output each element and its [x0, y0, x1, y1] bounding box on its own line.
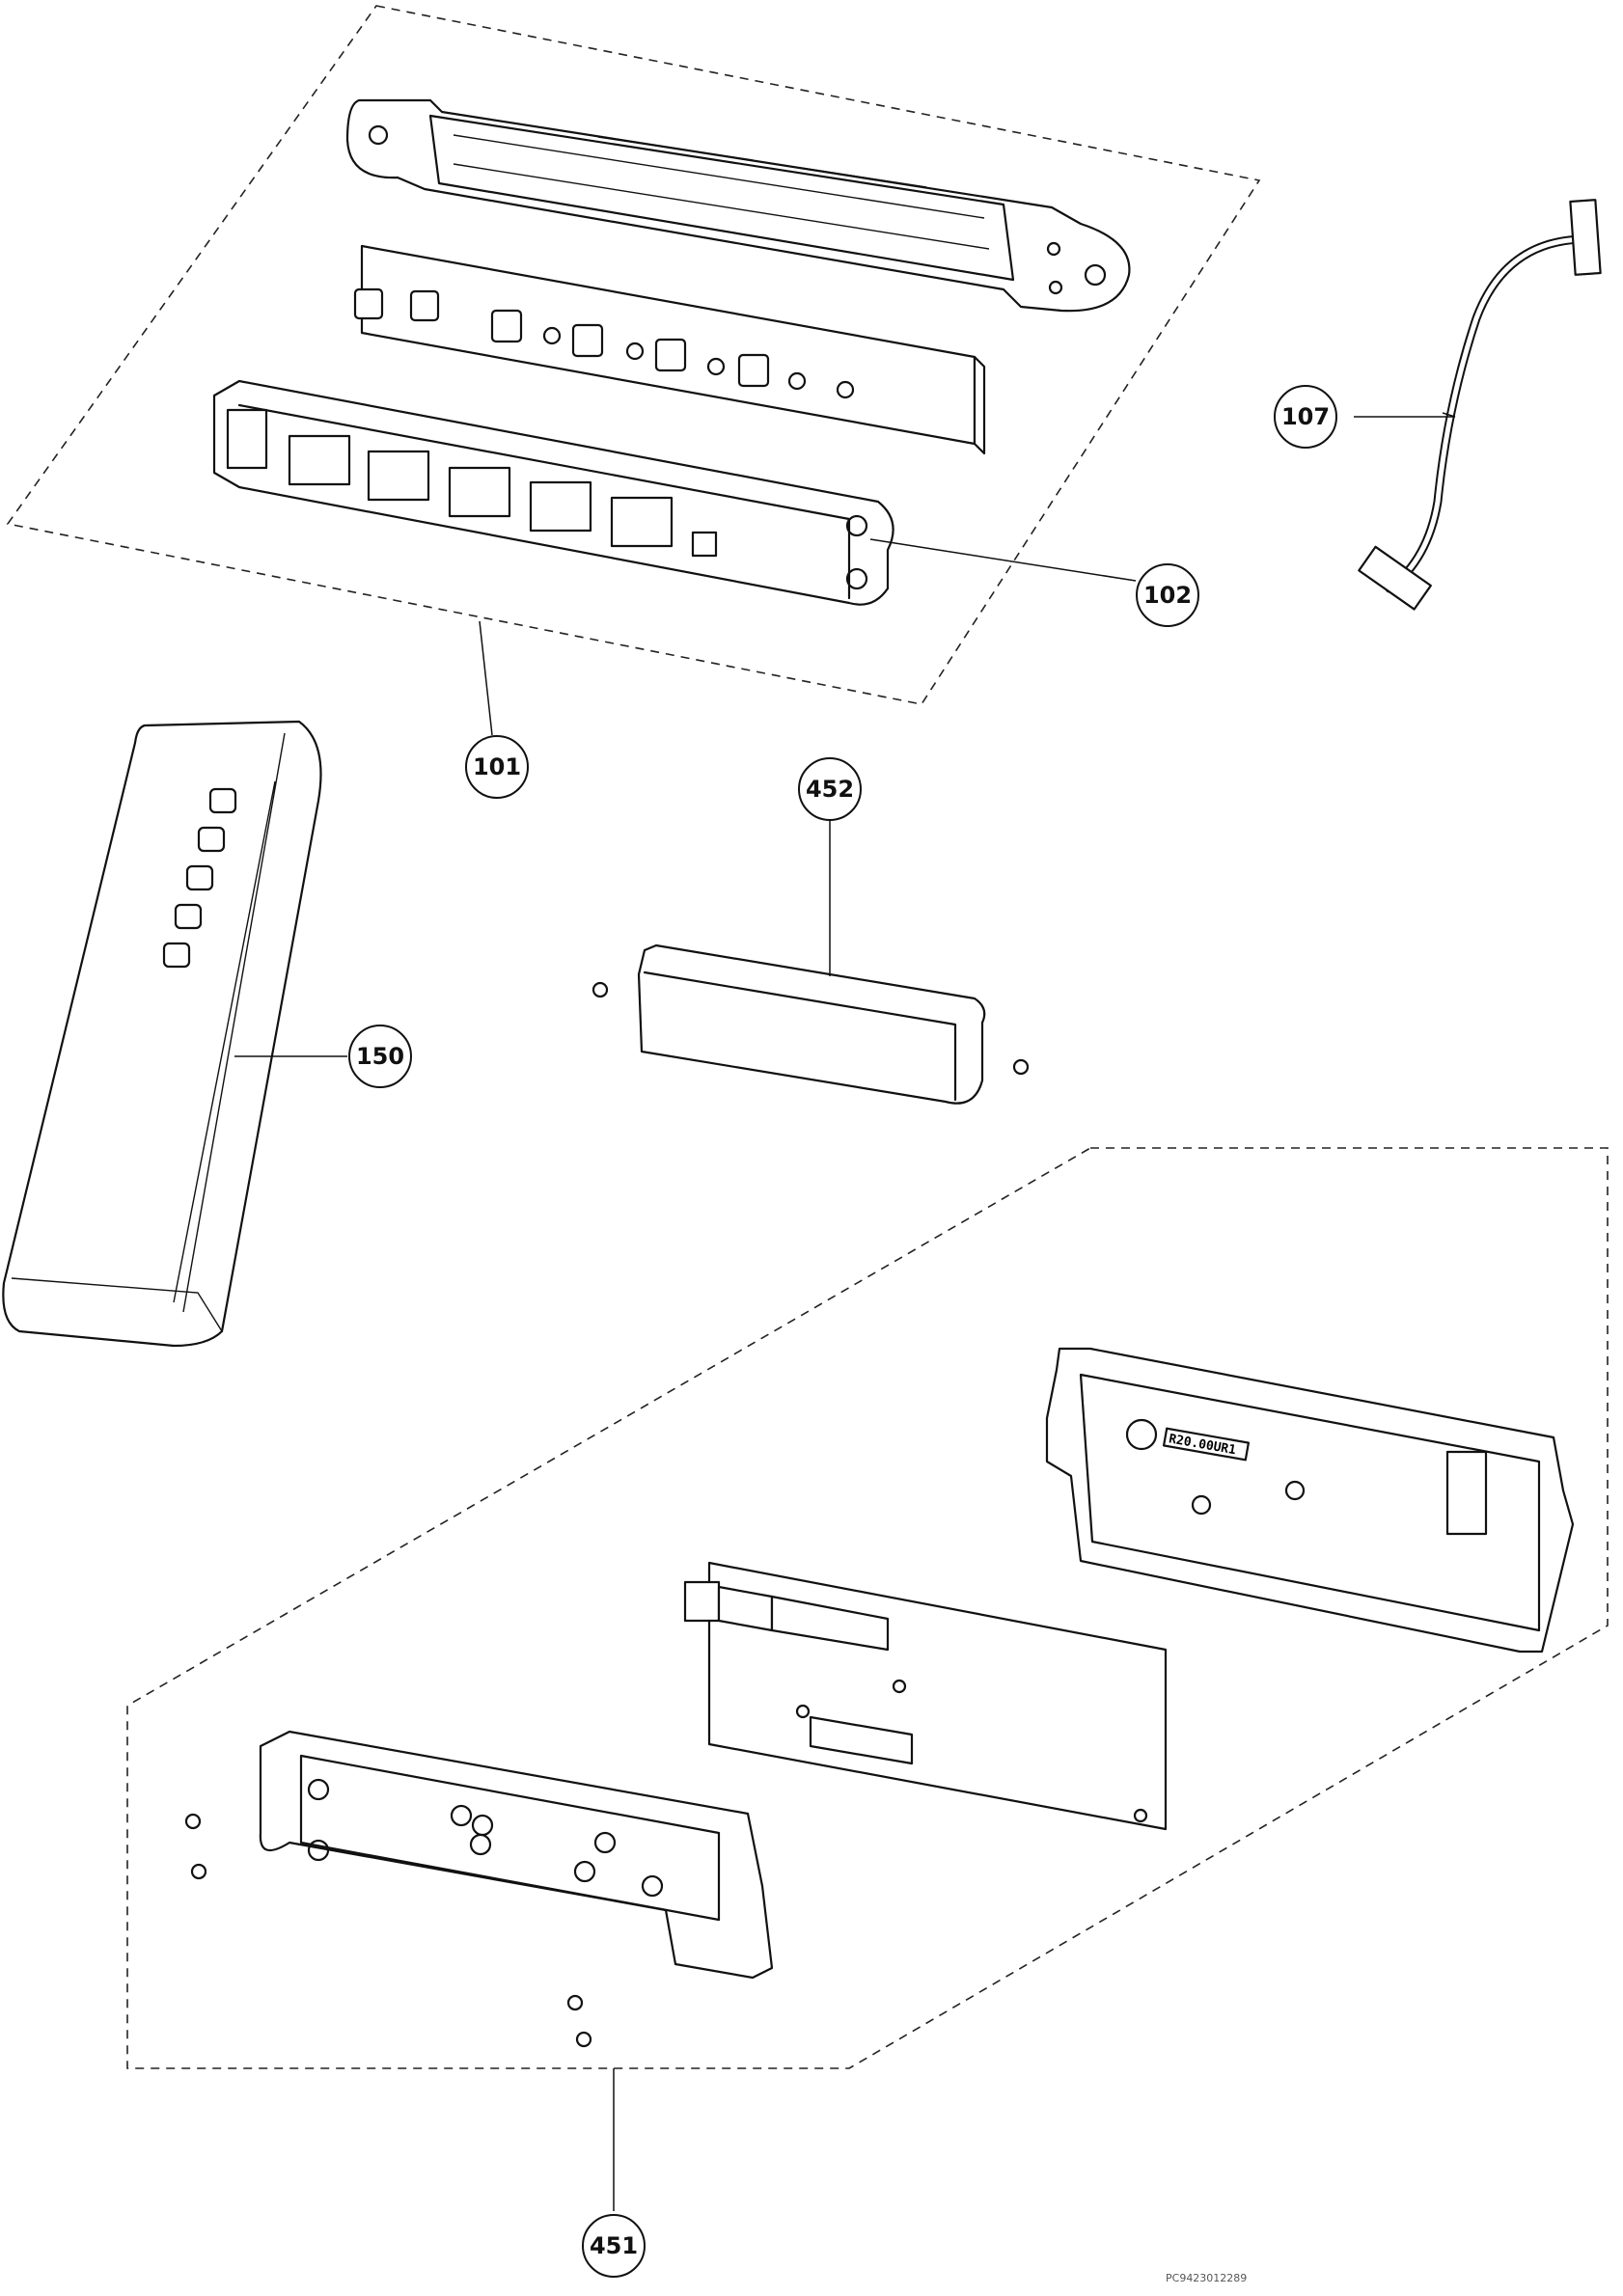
drawing-reference-code: PC9423012289 — [1166, 2272, 1248, 2284]
callout-102: 102 — [1136, 563, 1199, 627]
door-handle-trim — [2, 720, 322, 1348]
main-circuit-board — [683, 1561, 1168, 1831]
callout-102-label: 102 — [1143, 582, 1192, 609]
callout-451-label: 451 — [590, 2232, 638, 2259]
callout-107: 107 — [1274, 385, 1337, 449]
callout-101: 101 — [465, 735, 529, 799]
noise-filter-module — [591, 943, 1030, 1105]
callout-101-label: 101 — [473, 753, 521, 780]
display-bezel-frame — [345, 98, 1131, 313]
wire-harness — [1358, 199, 1602, 611]
group-451-boundary — [126, 1147, 1609, 2069]
control-panel-housing — [212, 379, 894, 606]
callout-452: 452 — [798, 757, 862, 821]
callout-451: 451 — [582, 2214, 646, 2278]
main-board-front-housing — [184, 1730, 774, 2048]
main-board-rear-housing: R20.00UR1 — [1045, 1347, 1575, 1654]
callout-107-label: 107 — [1281, 403, 1330, 430]
callout-150-label: 150 — [356, 1043, 404, 1070]
button-circuit-board — [353, 244, 986, 455]
callout-150: 150 — [348, 1025, 412, 1088]
callout-452-label: 452 — [806, 776, 854, 803]
